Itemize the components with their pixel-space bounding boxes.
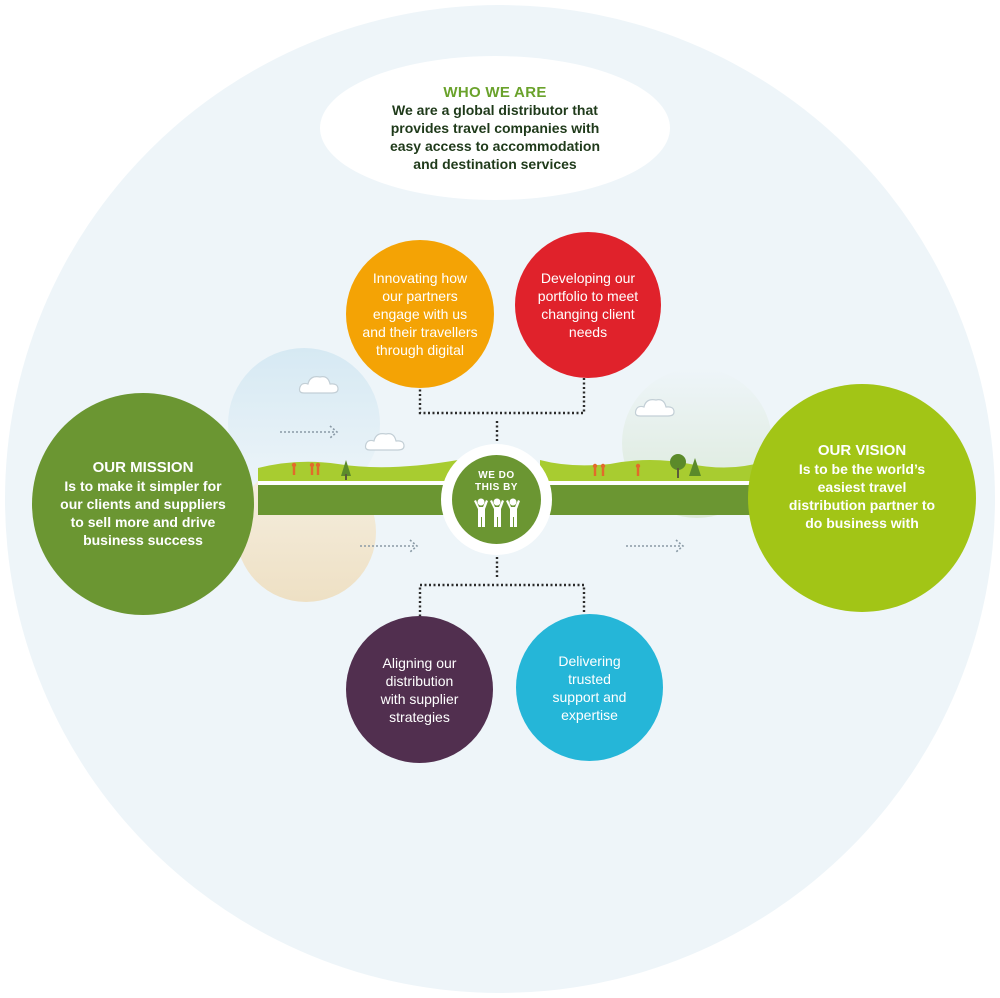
- center-circle: WE DO THIS BY: [452, 455, 541, 544]
- who-we-are-title: WHO WE ARE: [443, 83, 547, 101]
- pillar-line: Developing our: [540, 270, 636, 286]
- mission-line: Is to make it simpler for: [64, 478, 222, 494]
- mission-line: our clients and suppliers: [60, 496, 226, 512]
- who-we-are-line: easy access to accommodation: [389, 137, 601, 154]
- pillar-line: support and: [552, 688, 627, 705]
- who-we-are-line: We are a global distributor that: [392, 101, 598, 118]
- connector-top: [418, 377, 586, 441]
- pillar-line: expertise: [561, 706, 618, 723]
- mission-text: Is to make it simpler for our clients an…: [60, 477, 226, 549]
- arrow-icon: [626, 539, 685, 553]
- who-we-are-text: We are a global distributor that provide…: [380, 101, 610, 173]
- cloud-icon: [364, 433, 405, 451]
- pillar-line: and their travellers: [362, 324, 478, 340]
- portfolio-pillar-circle: Developing our portfolio to meet changin…: [515, 232, 661, 378]
- connector-bottom: [418, 557, 586, 621]
- mission-line: to sell more and drive: [70, 514, 216, 530]
- pillar-line: Aligning our: [382, 654, 457, 671]
- vision-line: distribution partner to: [788, 497, 936, 513]
- digital-pillar-circle: Innovating how our partners engage with …: [346, 240, 494, 388]
- mission-circle: OUR MISSION Is to make it simpler for ou…: [32, 393, 254, 615]
- aligning-pillar-circle: Aligning our distribution with supplier …: [346, 616, 493, 763]
- pillar-line: needs: [568, 324, 608, 340]
- who-we-are-ellipse: WHO WE ARE We are a global distributor t…: [320, 56, 670, 200]
- landscape-band-left: [258, 460, 458, 515]
- who-we-are-line: and destination services: [413, 155, 577, 172]
- arrow-icon: [280, 425, 339, 439]
- pillar-line: trusted: [568, 670, 611, 687]
- landscape-band-right: [540, 454, 762, 515]
- center-line: THIS BY: [475, 482, 518, 493]
- pillar-line: our partners: [382, 288, 458, 304]
- pillar-line: engage with us: [372, 306, 468, 322]
- pillar-line: strategies: [389, 708, 450, 725]
- pillar-line: Delivering: [558, 652, 621, 669]
- mission-title: OUR MISSION: [92, 459, 194, 476]
- cloud-icon: [298, 376, 339, 394]
- center-label: WE DO THIS BY: [467, 470, 527, 494]
- mission-line: business success: [83, 532, 203, 548]
- center-line: WE DO: [478, 470, 515, 481]
- vision-line: Is to be the world’s: [798, 461, 926, 477]
- vision-title: OUR VISION: [817, 442, 907, 459]
- vision-circle: OUR VISION Is to be the world’s easiest …: [748, 384, 976, 612]
- pillar-line: distribution: [385, 672, 454, 689]
- vision-text: Is to be the world’s easiest travel dist…: [789, 460, 935, 532]
- arrow-icon: [360, 539, 419, 553]
- who-we-are-line: provides travel companies with: [390, 119, 600, 136]
- vision-line: do business with: [805, 515, 919, 531]
- pillar-line: changing client: [541, 306, 635, 322]
- cloud-icon: [634, 399, 675, 417]
- people-group-icon: [473, 498, 520, 527]
- delivering-pillar-circle: Delivering trusted support and expertise: [516, 614, 663, 761]
- pillar-line: through digital: [376, 342, 464, 358]
- vision-line: easiest travel: [817, 479, 907, 495]
- pillar-line: portfolio to meet: [537, 288, 639, 304]
- pillar-line: with supplier: [380, 690, 459, 707]
- pillar-line: Innovating how: [372, 270, 468, 286]
